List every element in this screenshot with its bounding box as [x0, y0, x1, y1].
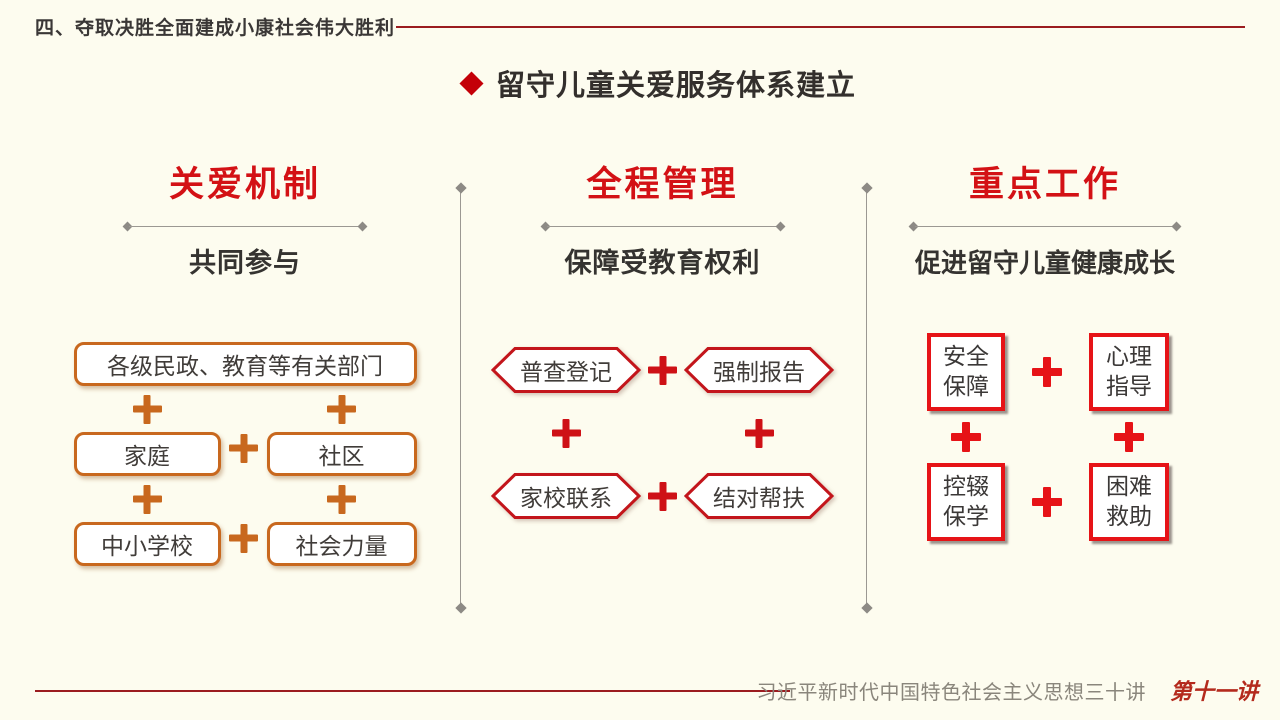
column-key-work: 重点工作 促进留守儿童健康成长 安全 保障 心理 指导 控辍 保学 困难 救助: [895, 165, 1195, 541]
slide-title-text: 留守儿童关爱服务体系建立: [496, 70, 857, 102]
footer-series-title: 习近平新时代中国特色社会主义思想三十讲: [756, 682, 1146, 704]
hexagon-box: 结对帮扶: [684, 472, 834, 520]
hexagon-shape-icon: [491, 473, 641, 519]
column-care-mechanism: 关爱机制 共同参与 各级民政、教育等有关部门 家庭 社区 中小学校 社会力量: [60, 165, 430, 566]
column-heading: 关爱机制: [168, 165, 321, 204]
plus-icon: [951, 422, 981, 452]
footer-divider-line: [35, 690, 790, 692]
heading-underline: [122, 221, 368, 232]
column-heading: 全程管理: [586, 165, 739, 204]
column-whole-process-management: 全程管理 保障受教育权利 普查登记 强制报告 家校联系: [475, 165, 850, 520]
diagram-box: 社会力量: [266, 522, 417, 566]
footer: 习近平新时代中国特色社会主义思想三十讲 第十一讲: [756, 674, 1258, 706]
diamond-endpoint-icon: [775, 221, 785, 232]
column-subtitle: 共同参与: [189, 248, 301, 278]
diamond-endpoint-icon: [454, 182, 467, 194]
diagram-box: 各级民政、教育等有关部门: [73, 342, 417, 386]
diamond-endpoint-icon: [357, 221, 368, 232]
plus-cell: [641, 472, 684, 520]
top-divider-line: [396, 26, 1245, 28]
plus-icon: [552, 419, 581, 448]
spacer-cell: [641, 394, 684, 472]
diagram-box: 中小学校: [73, 522, 221, 566]
diagram-box: 困难 救助: [1089, 463, 1169, 541]
plus-cell: [221, 522, 267, 554]
plus-cell: [491, 394, 641, 472]
diamond-endpoint-icon: [860, 182, 873, 194]
hexagon-box: 家校联系: [491, 472, 641, 520]
plus-icon: [229, 524, 258, 553]
hexagon-label: 家校联系: [520, 485, 612, 511]
plus-cell: [1005, 463, 1089, 541]
hexagon-shape-icon: [491, 347, 641, 393]
slide-title: 留守儿童关爱服务体系建立: [459, 62, 857, 104]
section-kicker: 四、夺取决胜全面建成小康社会伟大胜利: [35, 18, 396, 39]
diamond-endpoint-icon: [454, 602, 467, 614]
diagram-box: 控辍 保学: [927, 463, 1005, 541]
footer-lecture-badge: 第十一讲: [1169, 679, 1258, 705]
spacer-cell: [221, 483, 267, 515]
diagram-box: 安全 保障: [927, 333, 1005, 411]
plus-cell: [267, 483, 417, 515]
plus-cell: [684, 394, 834, 472]
plus-icon: [648, 482, 677, 511]
plus-icon: [327, 485, 356, 514]
vertical-divider: [454, 182, 467, 614]
diagram-box: 心理 指导: [1089, 333, 1169, 411]
column-subtitle: 保障受教育权利: [564, 248, 761, 278]
column-heading: 重点工作: [968, 165, 1121, 204]
whole-process-diagram: 普查登记 强制报告 家校联系 结对帮扶: [491, 346, 834, 520]
plus-cell: [1089, 411, 1169, 463]
heading-underline: [908, 221, 1182, 232]
vertical-divider: [860, 182, 873, 614]
spacer-cell: [1005, 411, 1089, 463]
underline-rule: [129, 226, 361, 227]
diagram-box: 家庭: [73, 432, 221, 476]
plus-cell: [74, 483, 221, 515]
plus-icon: [229, 434, 258, 463]
plus-icon: [1032, 357, 1062, 387]
hexagon-label: 普查登记: [520, 359, 612, 385]
care-mechanism-diagram: 各级民政、教育等有关部门 家庭 社区 中小学校 社会力量: [73, 342, 417, 566]
spacer-cell: [221, 393, 267, 425]
column-subtitle: 促进留守儿童健康成长: [914, 248, 1175, 278]
hexagon-shape-icon: [684, 473, 834, 519]
plus-icon: [133, 485, 162, 514]
diamond-endpoint-icon: [1171, 221, 1182, 232]
hexagon-box: 普查登记: [491, 346, 641, 394]
heading-underline: [540, 221, 785, 232]
key-work-diagram: 安全 保障 心理 指导 控辍 保学 困难 救助: [927, 333, 1169, 541]
plus-icon: [745, 419, 774, 448]
plus-icon: [133, 395, 162, 424]
hexagon-label: 强制报告: [713, 359, 805, 385]
plus-cell: [74, 393, 221, 425]
plus-cell: [641, 346, 684, 394]
hexagon-box: 强制报告: [684, 346, 834, 394]
plus-cell: [1005, 333, 1089, 411]
plus-icon: [327, 395, 356, 424]
plus-icon: [1032, 487, 1062, 517]
underline-rule: [915, 226, 1175, 227]
diamond-bullet-icon: [459, 70, 484, 96]
diagram-box: 社区: [266, 432, 417, 476]
hexagon-label: 结对帮扶: [713, 485, 805, 511]
plus-cell: [221, 432, 267, 464]
plus-cell: [267, 393, 417, 425]
underline-rule: [546, 226, 779, 227]
diamond-endpoint-icon: [860, 602, 873, 614]
plus-cell: [927, 411, 1005, 463]
plus-icon: [648, 356, 677, 385]
hexagon-shape-icon: [684, 347, 834, 393]
plus-icon: [1114, 422, 1144, 452]
